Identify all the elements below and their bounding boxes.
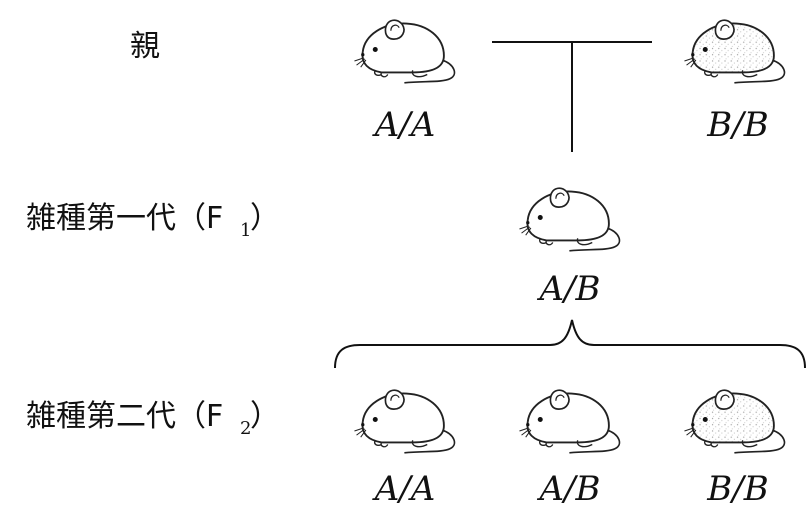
genotype-f2-middle: A/B (537, 469, 601, 509)
genotype-f1: A/B (537, 269, 601, 309)
mouse-f2-left-icon (353, 389, 456, 454)
f1-generation-subscript: 1 (240, 220, 251, 241)
f1-generation-open: （F (176, 201, 223, 236)
f2-generation-open: （F (176, 399, 223, 434)
mouse-f2-right-icon (683, 389, 786, 454)
f1-label: 雑種第一代 (26, 201, 176, 236)
mouse-parent-left-icon (353, 19, 456, 84)
mouse-parent-right-icon (683, 19, 786, 84)
f2-generation-subscript: 2 (240, 418, 251, 439)
f1-generation-close: ） (250, 201, 280, 236)
f2-label: 雑種第二代 (26, 399, 176, 434)
genotype-f2-left: A/A (372, 469, 436, 509)
genotype-f2-right: B/B (706, 469, 768, 509)
genotype-parent-left: A/A (372, 105, 436, 145)
parents-label: 親 (130, 29, 160, 64)
f2-brace (334, 319, 806, 369)
mouse-f1-icon (518, 187, 621, 252)
f2-generation-close: ） (250, 399, 280, 434)
genotype-parent-right: B/B (706, 105, 768, 145)
mouse-f2-middle-icon (518, 389, 621, 454)
